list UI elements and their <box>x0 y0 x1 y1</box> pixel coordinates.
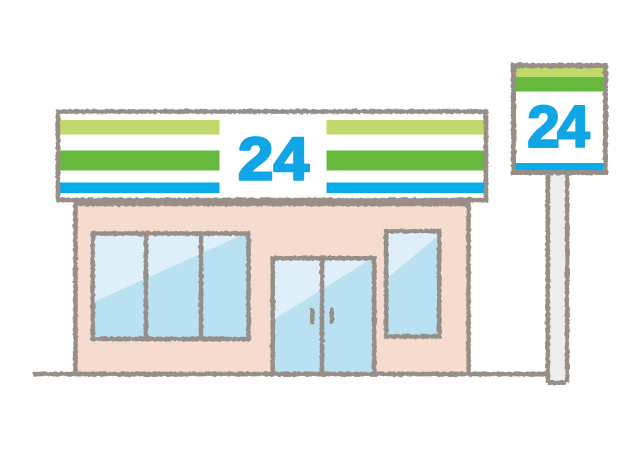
svg-text:24: 24 <box>238 126 310 193</box>
svg-text:24: 24 <box>527 94 590 160</box>
